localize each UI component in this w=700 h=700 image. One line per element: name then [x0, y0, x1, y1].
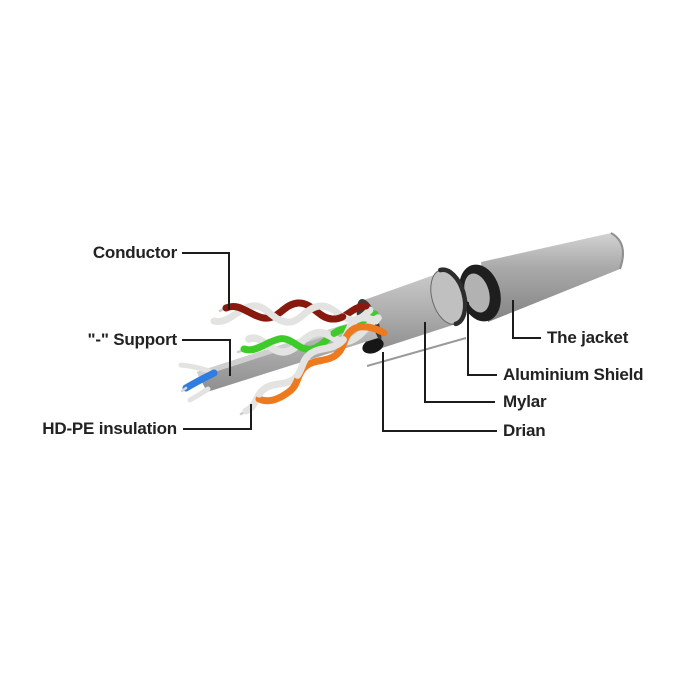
pair-orange-white-overlap — [242, 314, 380, 415]
tube-opening-bottom-shadow — [362, 338, 384, 354]
label-jacket: The jacket — [547, 328, 629, 347]
pair-orange-wire — [255, 323, 388, 405]
wire-white-tail-lower — [187, 386, 211, 403]
label-conductor: Conductor — [92, 243, 177, 262]
label-support: "-" Support — [87, 330, 178, 349]
pair-brown-wire-overlap — [222, 299, 370, 323]
pair-green-white-wire — [245, 314, 382, 356]
label-mylar: Mylar — [503, 392, 547, 411]
leader-mylar — [424, 322, 495, 403]
wire-white-tail-upper — [178, 362, 212, 374]
leader-aluminium-shield — [467, 302, 497, 376]
label-drain: Drian — [503, 421, 546, 440]
cable-jacket — [481, 233, 623, 322]
leader-jacket — [512, 300, 541, 339]
label-hdpe-insulation: HD-PE insulation — [42, 419, 177, 438]
cable-jacket-endcap-shade — [610, 232, 624, 270]
aluminium-shield-ring-core — [464, 273, 490, 313]
leader-hdpe-insulation — [183, 404, 252, 430]
label-aluminium-shield: Aluminium Shield — [503, 365, 644, 384]
mylar-end-face-shadow — [438, 267, 468, 327]
wire-blue — [182, 369, 218, 392]
leader-support — [182, 339, 231, 376]
wire-blue-bare-tip — [180, 386, 188, 393]
leader-conductor — [182, 252, 230, 310]
leader-drain — [382, 352, 497, 432]
